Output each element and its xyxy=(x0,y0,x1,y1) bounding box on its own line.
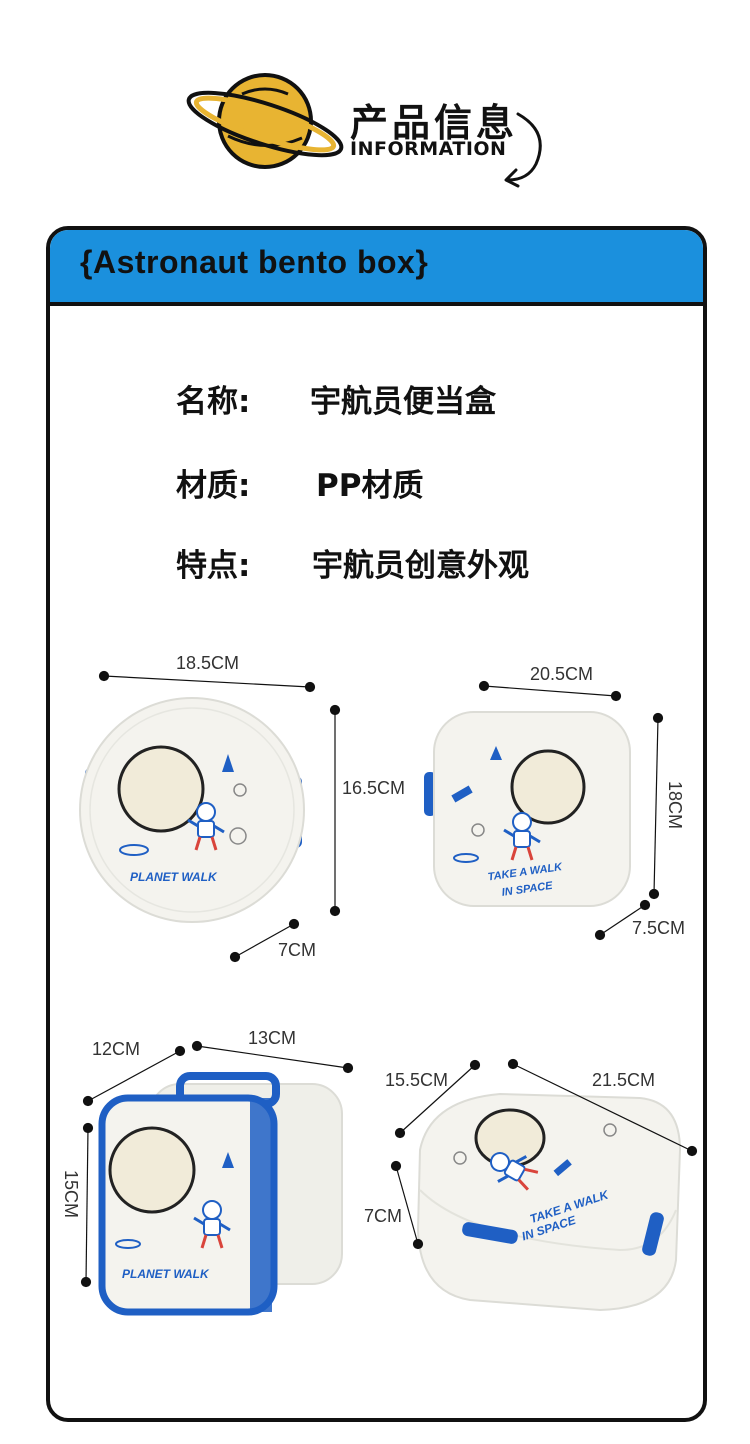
spec-name-label: 名称: xyxy=(176,384,251,420)
planet-icon xyxy=(186,73,344,169)
stacked-box-height: 15CM xyxy=(61,1170,81,1219)
round-box-width: 18.5CM xyxy=(176,653,240,673)
stacked-box-depth: 12CM xyxy=(92,1039,141,1059)
spec-name-value: 宇航员便当盒 xyxy=(310,384,496,420)
spec-material-value: PP材质 xyxy=(316,468,424,504)
square-box-width: 20.5CM xyxy=(530,664,594,684)
page-subtitle: INFORMATION xyxy=(350,138,507,160)
curved-arrow-icon xyxy=(504,112,542,188)
square-box-height: 18CM xyxy=(665,781,685,830)
spec-feature-label: 特点: xyxy=(176,548,251,584)
square-box-image xyxy=(424,711,631,907)
rectangle-box-height: 7CM xyxy=(364,1206,403,1226)
round-box-depth: 7CM xyxy=(278,940,317,960)
spec-material-label: 材质: xyxy=(176,468,251,504)
round-box-height: 16.5CM xyxy=(342,778,406,798)
rectangle-box-image xyxy=(416,1092,682,1312)
stacked-box-width: 13CM xyxy=(248,1028,297,1048)
card-title: {Astronaut bento box} xyxy=(80,244,429,280)
rectangle-box-depth: 15.5CM xyxy=(385,1070,449,1090)
square-box-depth: 7.5CM xyxy=(632,918,686,938)
dimension-lines xyxy=(80,670,698,1288)
stacked-box-image xyxy=(98,1072,343,1316)
spec-feature-value: 宇航员创意外观 xyxy=(312,548,529,584)
card-header: {Astronaut bento box} xyxy=(50,230,703,306)
rectangle-box-width: 21.5CM xyxy=(592,1070,656,1090)
page-title: 产品信息 xyxy=(350,101,519,145)
round-box-print: PLANET WALK xyxy=(130,870,218,884)
stacked-box-print: PLANET WALK xyxy=(122,1267,210,1281)
round-box-image xyxy=(79,697,305,923)
